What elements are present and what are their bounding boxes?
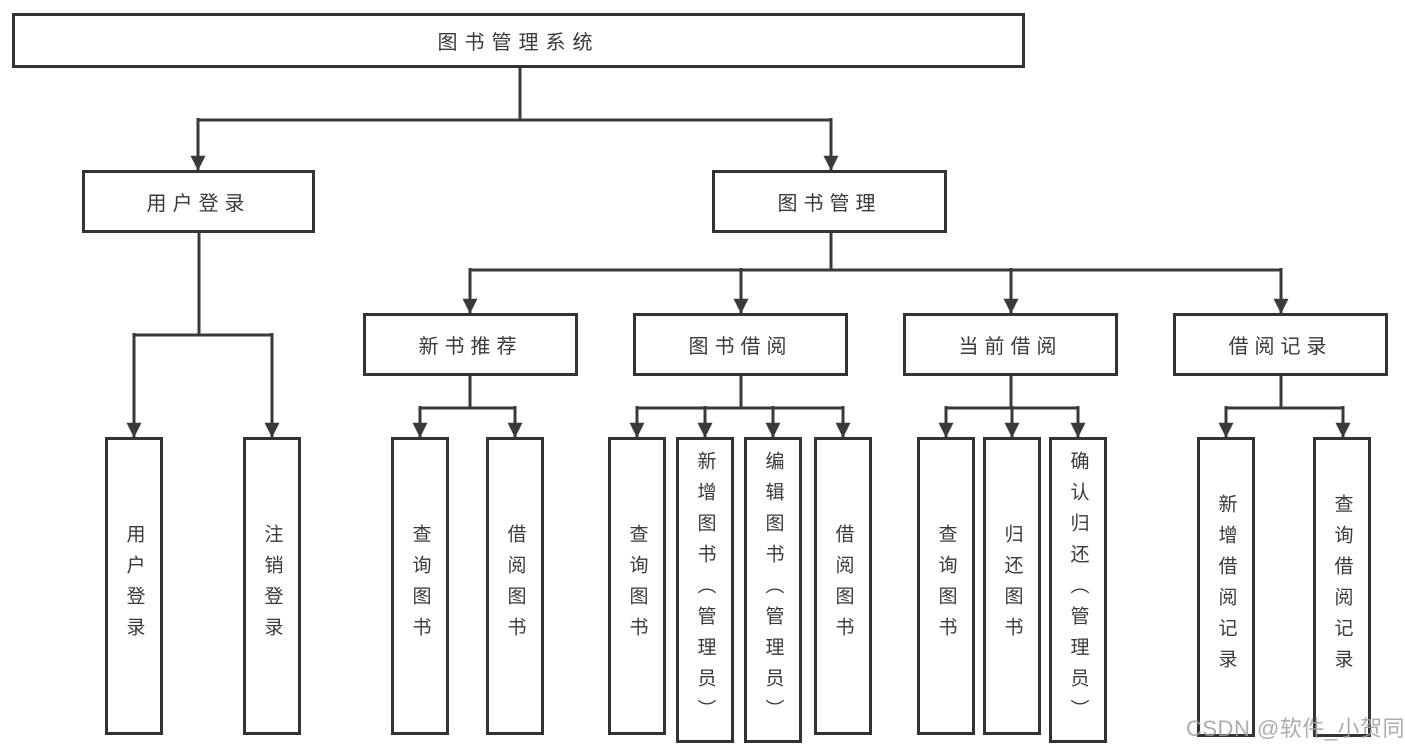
node-book-management-system: 图书管理系统 (12, 13, 1025, 68)
leaf-label: 确认归还（管理员） (1067, 450, 1089, 730)
node-book-management: 图书管理 (712, 170, 947, 233)
leaf-return-books: 归还图书 (983, 437, 1041, 735)
leaf-query-books-3: 查询图书 (917, 437, 975, 735)
node-label: 图书借阅 (688, 336, 793, 358)
node-new-book-recommend: 新书推荐 (363, 313, 578, 376)
leaf-label: 归还图书 (1001, 524, 1023, 648)
leaf-edit-books-admin: 编辑图书（管理员） (744, 437, 802, 743)
leaf-query-books-1: 查询图书 (391, 437, 449, 735)
node-label: 当前借阅 (958, 336, 1063, 358)
node-borrow-records: 借阅记录 (1173, 313, 1388, 376)
leaf-label: 借阅图书 (832, 524, 854, 648)
leaf-add-borrow-record: 新增借阅记录 (1197, 437, 1255, 737)
node-label: 图书管理 (777, 193, 882, 215)
leaf-user-login: 用户登录 (105, 437, 163, 735)
leaf-label: 新增图书（管理员） (694, 450, 716, 730)
node-label: 借阅记录 (1228, 336, 1333, 358)
leaf-label: 查询图书 (409, 524, 431, 648)
leaf-borrow-books-2: 借阅图书 (814, 437, 872, 735)
leaf-label: 用户登录 (123, 524, 145, 648)
node-label: 用户登录 (146, 193, 251, 215)
leaf-logout: 注销登录 (243, 437, 301, 735)
leaf-label: 注销登录 (261, 524, 283, 648)
leaf-label: 编辑图书（管理员） (762, 450, 784, 730)
node-label: 图书管理系统 (437, 32, 600, 54)
node-user-login: 用户登录 (82, 170, 315, 233)
node-book-borrow: 图书借阅 (633, 313, 848, 376)
leaf-label: 借阅图书 (504, 524, 526, 648)
node-label: 新书推荐 (418, 336, 523, 358)
leaf-add-books-admin: 新增图书（管理员） (676, 437, 734, 743)
leaf-confirm-return-admin: 确认归还（管理员） (1049, 437, 1107, 743)
leaf-query-books-2: 查询图书 (608, 437, 666, 735)
leaf-borrow-books-1: 借阅图书 (486, 437, 544, 735)
leaf-label: 查询图书 (935, 524, 957, 648)
leaf-query-borrow-record: 查询借阅记录 (1313, 437, 1371, 737)
leaf-label: 查询图书 (626, 524, 648, 648)
node-current-borrow: 当前借阅 (903, 313, 1118, 376)
leaf-label: 查询借阅记录 (1331, 494, 1353, 680)
leaf-label: 新增借阅记录 (1215, 494, 1237, 680)
